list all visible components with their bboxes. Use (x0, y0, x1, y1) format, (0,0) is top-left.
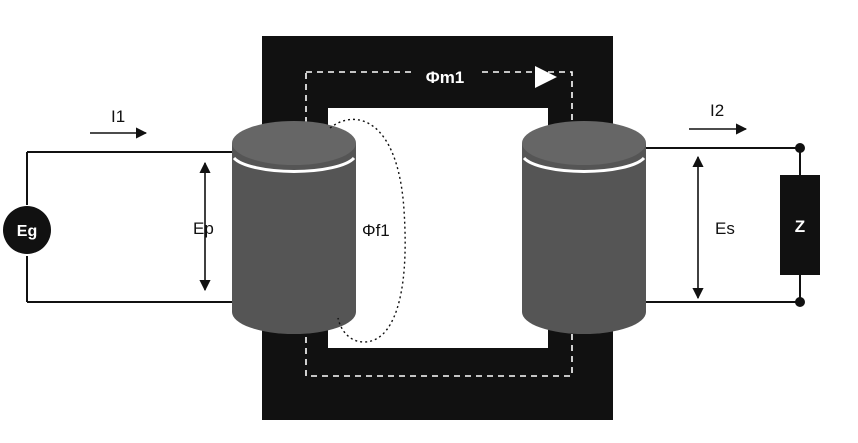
primary-wire (26, 151, 242, 303)
leakage-flux-label: Φf1 (362, 221, 390, 240)
source-label: Eg (17, 223, 37, 240)
primary-emf-label: Ep (193, 219, 214, 238)
source-icon: Eg (3, 206, 51, 254)
flux-direction-arrow-icon (535, 66, 557, 88)
secondary-wire (646, 147, 801, 303)
primary-coil (232, 121, 356, 334)
primary-current-label: I1 (111, 107, 125, 126)
load-impedance-icon: Z (780, 175, 820, 275)
secondary-emf-label: Es (715, 219, 735, 238)
load-label: Z (795, 217, 805, 236)
secondary-current-label: I2 (710, 101, 724, 120)
secondary-coil (522, 121, 646, 334)
mutual-flux-label: Φm1 (426, 68, 465, 87)
leakage-flux-path (329, 118, 406, 343)
transformer-core (262, 36, 613, 420)
